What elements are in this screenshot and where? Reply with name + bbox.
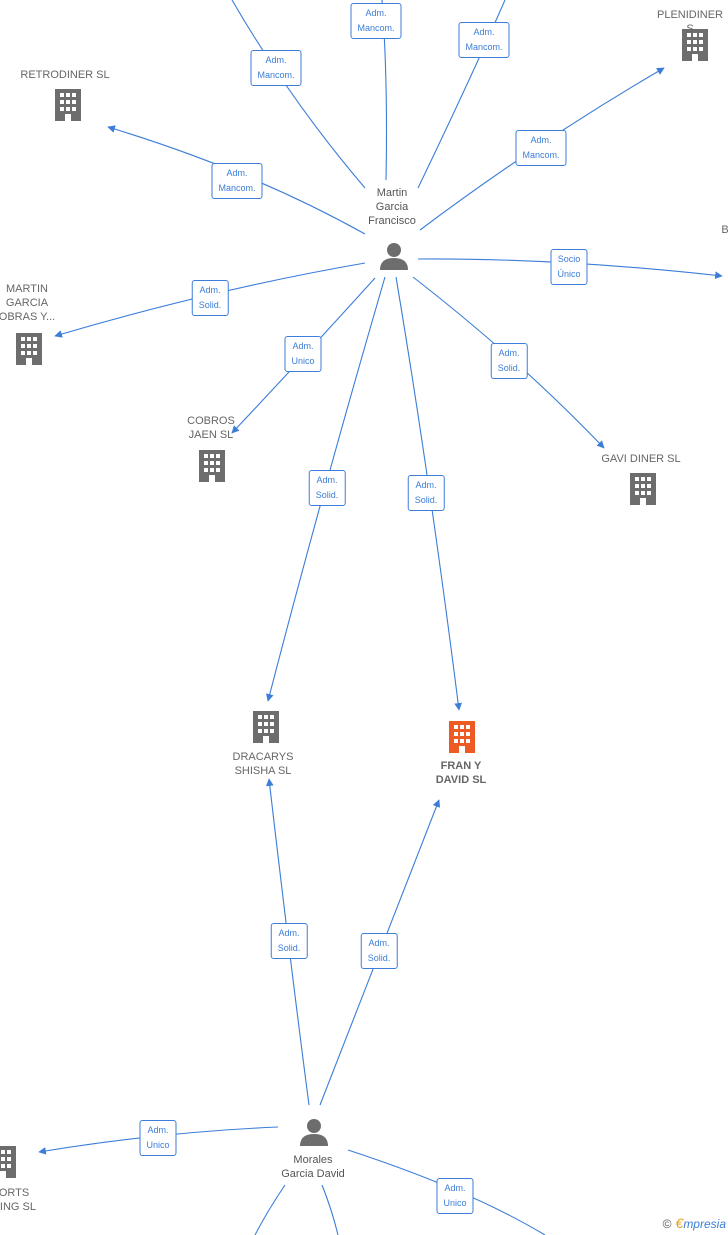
person-label[interactable]: Morales Garcia David <box>281 1154 345 1180</box>
edge-label[interactable]: Adm. Solid. <box>490 343 528 379</box>
edge-label[interactable]: Adm. Mancom. <box>350 3 402 39</box>
company-label[interactable]: GAVI DINER SL <box>601 453 681 465</box>
edge-label[interactable]: Adm. Unico <box>139 1120 177 1156</box>
company-label[interactable]: PLENIDINER S <box>656 9 724 35</box>
building-icon[interactable] <box>55 89 81 121</box>
building-icon[interactable] <box>0 1146 16 1178</box>
company-label[interactable]: RETRODINER SL <box>20 69 110 81</box>
edge-label[interactable]: Adm. Mancom. <box>211 163 263 199</box>
edge-label[interactable]: Adm. Unico <box>436 1178 474 1214</box>
edge-label[interactable]: Adm. Unico <box>284 336 322 372</box>
person-icon[interactable] <box>380 243 408 270</box>
edge-label[interactable]: Adm. Mancom. <box>515 130 567 166</box>
building-icon[interactable] <box>199 450 225 482</box>
edge-label[interactable]: Adm. Solid. <box>308 470 346 506</box>
edge-label[interactable]: Adm. Solid. <box>407 475 445 511</box>
building-icon[interactable] <box>630 473 656 505</box>
edge-label[interactable]: Adm. Solid. <box>191 280 229 316</box>
person-icon[interactable] <box>300 1119 328 1146</box>
edge-line <box>231 0 366 189</box>
company-label[interactable]: DRACARYS SHISHA SL <box>232 751 294 777</box>
company-label[interactable]: MARTIN GARCIA OBRAS Y... <box>0 283 56 323</box>
edge-label[interactable]: Adm. Mancom. <box>458 22 510 58</box>
company-label[interactable]: B <box>721 224 728 236</box>
building-icon[interactable] <box>449 721 475 753</box>
edge-label[interactable]: Adm. Solid. <box>270 923 308 959</box>
brand-logo-initial: € <box>675 1215 684 1231</box>
building-icon[interactable] <box>16 333 42 365</box>
edge-line <box>321 1184 339 1235</box>
company-label[interactable]: ORTS HING SL <box>0 1187 37 1213</box>
company-label[interactable]: COBROS JAEN SL <box>187 415 235 441</box>
edge-line <box>417 0 506 189</box>
building-icon[interactable] <box>253 711 279 743</box>
edge-label[interactable]: Socio Único <box>550 249 588 285</box>
brand-logo-text: mpresia <box>683 1217 726 1231</box>
company-label-focus[interactable]: FRAN Y DAVID SL <box>435 760 487 786</box>
edge-label[interactable]: Adm. Solid. <box>360 933 398 969</box>
edge-line <box>254 1184 286 1235</box>
edge-label[interactable]: Adm. Mancom. <box>250 50 302 86</box>
copyright-icon: © <box>662 1217 672 1231</box>
person-label[interactable]: Martin Garcia Francisco <box>368 187 416 227</box>
watermark: ©€mpresia <box>663 1215 726 1231</box>
